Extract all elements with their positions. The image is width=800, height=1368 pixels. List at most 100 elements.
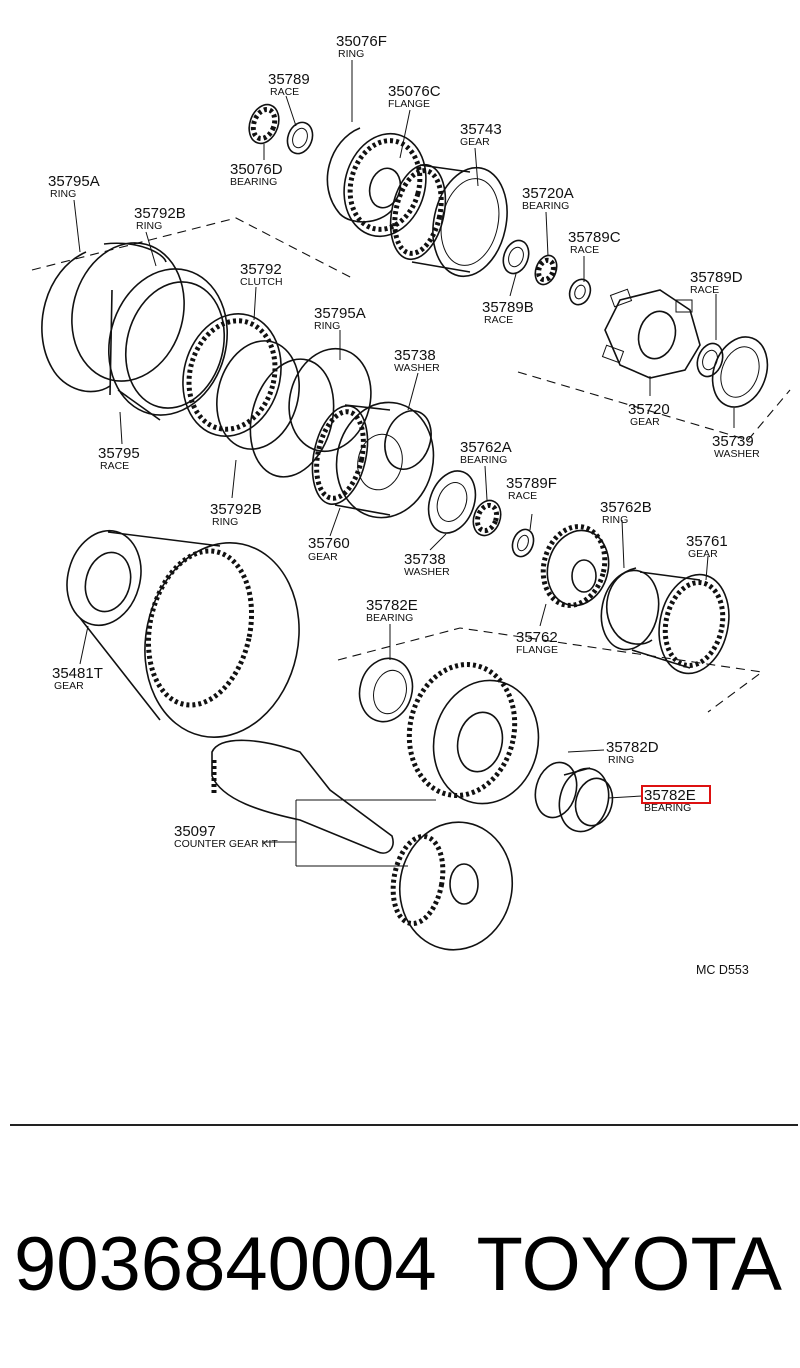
- counter-gear-kit-bracket: [262, 799, 436, 867]
- svg-text:WASHER: WASHER: [714, 448, 760, 460]
- gear-35743-drawing: [389, 163, 508, 278]
- svg-text:35795: 35795: [98, 445, 140, 462]
- svg-text:RACE: RACE: [270, 86, 299, 98]
- assembly-outline-upper: [31, 217, 791, 441]
- counter-gear-small-drawing: [390, 821, 514, 951]
- bearing-35762a-drawing: [472, 499, 502, 537]
- callout-35789f: 35789F RACE: [506, 475, 557, 502]
- callout-35782e-lower: 35782E BEARING: [644, 787, 696, 814]
- bearing-35782e-upper-drawing: [358, 657, 414, 723]
- svg-text:35782E: 35782E: [644, 787, 696, 804]
- callout-35792b-top: 35792B RING: [134, 205, 186, 232]
- planetary-gear-35720-drawing: [601, 288, 701, 379]
- svg-text:35789F: 35789F: [506, 475, 557, 492]
- svg-text:RACE: RACE: [508, 490, 537, 502]
- footer: 9036840004 TOYOTA: [14, 1215, 790, 1315]
- callout-35795a-top: 35795A RING: [48, 173, 100, 200]
- ring-35076f-drawing: [326, 127, 393, 223]
- callout-35762a: 35762A BEARING: [460, 439, 512, 466]
- svg-text:35792: 35792: [240, 261, 282, 278]
- svg-text:FLANGE: FLANGE: [388, 98, 430, 110]
- svg-text:BEARING: BEARING: [460, 454, 507, 466]
- callout-35795a-mid: 35795A RING: [314, 305, 366, 332]
- gear-35481t-drawing: [66, 529, 300, 738]
- svg-text:GEAR: GEAR: [460, 136, 490, 148]
- svg-text:35762B: 35762B: [600, 499, 652, 516]
- footer-divider: [10, 1124, 798, 1126]
- callout-35792: 35792 CLUTCH: [240, 261, 283, 288]
- counter-gear-large-drawing: [406, 662, 540, 805]
- svg-text:35789: 35789: [268, 71, 310, 88]
- race-35789d-drawing: [696, 342, 724, 378]
- svg-text:35738: 35738: [394, 347, 436, 364]
- gear-35761-drawing: [600, 569, 730, 675]
- callout-35481t: 35481T GEAR: [52, 665, 103, 692]
- svg-text:35720A: 35720A: [522, 185, 574, 202]
- callout-35789c: 35789C RACE: [568, 229, 621, 256]
- callout-35789d: 35789D RACE: [690, 269, 743, 296]
- callout-labels: 35076F RING 35789 RACE 35076C FLANGE 357…: [48, 33, 760, 850]
- callout-35743: 35743 GEAR: [460, 121, 502, 148]
- ring-35795a-drawing: [41, 251, 111, 393]
- part-number: 9036840004: [14, 1222, 437, 1307]
- svg-text:RING: RING: [338, 48, 364, 60]
- svg-text:35782D: 35782D: [606, 739, 659, 756]
- exploded-parts-diagram: 35076F RING 35789 RACE 35076C FLANGE 357…: [31, 33, 791, 977]
- svg-text:35097: 35097: [174, 823, 216, 840]
- svg-text:RING: RING: [212, 516, 238, 528]
- assembly-outline-lower: [337, 627, 764, 713]
- ring-35762b-drawing: [605, 567, 653, 645]
- svg-text:35738: 35738: [404, 551, 446, 568]
- svg-text:CLUTCH: CLUTCH: [240, 276, 283, 288]
- svg-text:GEAR: GEAR: [308, 551, 338, 563]
- svg-text:35076F: 35076F: [336, 33, 387, 50]
- callout-35738-bottom: 35738 WASHER: [404, 551, 450, 578]
- gear-35760-drawing: [311, 401, 435, 519]
- highlight-box: [641, 785, 711, 804]
- ring-35792b-lower-drawing: [249, 358, 335, 478]
- svg-text:RING: RING: [314, 320, 340, 332]
- svg-text:GEAR: GEAR: [688, 548, 718, 560]
- race-35789c-drawing: [568, 278, 592, 306]
- svg-text:RING: RING: [608, 754, 634, 766]
- bearing-35076d-drawing: [248, 103, 280, 145]
- callout-35782e-upper: 35782E BEARING: [366, 597, 418, 624]
- callout-35739: 35739 WASHER: [712, 433, 760, 460]
- svg-text:BEARING: BEARING: [644, 802, 691, 814]
- svg-text:35762: 35762: [516, 629, 558, 646]
- bearing-35720a-drawing: [534, 254, 558, 286]
- callout-35762b: 35762B RING: [600, 499, 652, 526]
- callout-35761: 35761 GEAR: [686, 533, 728, 560]
- washer-35738-a-drawing: [384, 410, 432, 470]
- svg-text:35743: 35743: [460, 121, 502, 138]
- callout-35076f: 35076F RING: [336, 33, 387, 60]
- svg-text:RACE: RACE: [570, 244, 599, 256]
- svg-text:BEARING: BEARING: [366, 612, 413, 624]
- svg-text:35739: 35739: [712, 433, 754, 450]
- svg-text:GEAR: GEAR: [630, 416, 660, 428]
- callout-35720a: 35720A BEARING: [522, 185, 574, 212]
- svg-text:COUNTER GEAR KIT: COUNTER GEAR KIT: [174, 838, 278, 850]
- svg-text:FLANGE: FLANGE: [516, 644, 558, 656]
- callout-35760: 35760 GEAR: [308, 535, 350, 563]
- ring-35782d-drawing: [534, 761, 578, 819]
- svg-text:RING: RING: [50, 188, 76, 200]
- race-35795-drawing: [107, 268, 229, 421]
- race-35789b-drawing: [502, 239, 530, 275]
- svg-text:RING: RING: [602, 514, 628, 526]
- svg-text:35789B: 35789B: [482, 299, 534, 316]
- washer-35738-b-drawing: [427, 470, 477, 534]
- svg-text:35481T: 35481T: [52, 665, 103, 682]
- callout-35762: 35762 FLANGE: [516, 629, 558, 656]
- callout-35795: 35795 RACE: [98, 445, 140, 472]
- svg-text:WASHER: WASHER: [404, 566, 450, 578]
- callout-35792b-bottom: 35792B RING: [210, 501, 262, 528]
- flange-35762-drawing: [540, 524, 610, 608]
- svg-text:35762A: 35762A: [460, 439, 512, 456]
- svg-text:GEAR: GEAR: [54, 680, 84, 692]
- callout-35076c: 35076C FLANGE: [388, 83, 441, 110]
- svg-text:35792B: 35792B: [134, 205, 186, 222]
- svg-text:35795A: 35795A: [314, 305, 366, 322]
- svg-text:35789C: 35789C: [568, 229, 621, 246]
- svg-text:WASHER: WASHER: [394, 362, 440, 374]
